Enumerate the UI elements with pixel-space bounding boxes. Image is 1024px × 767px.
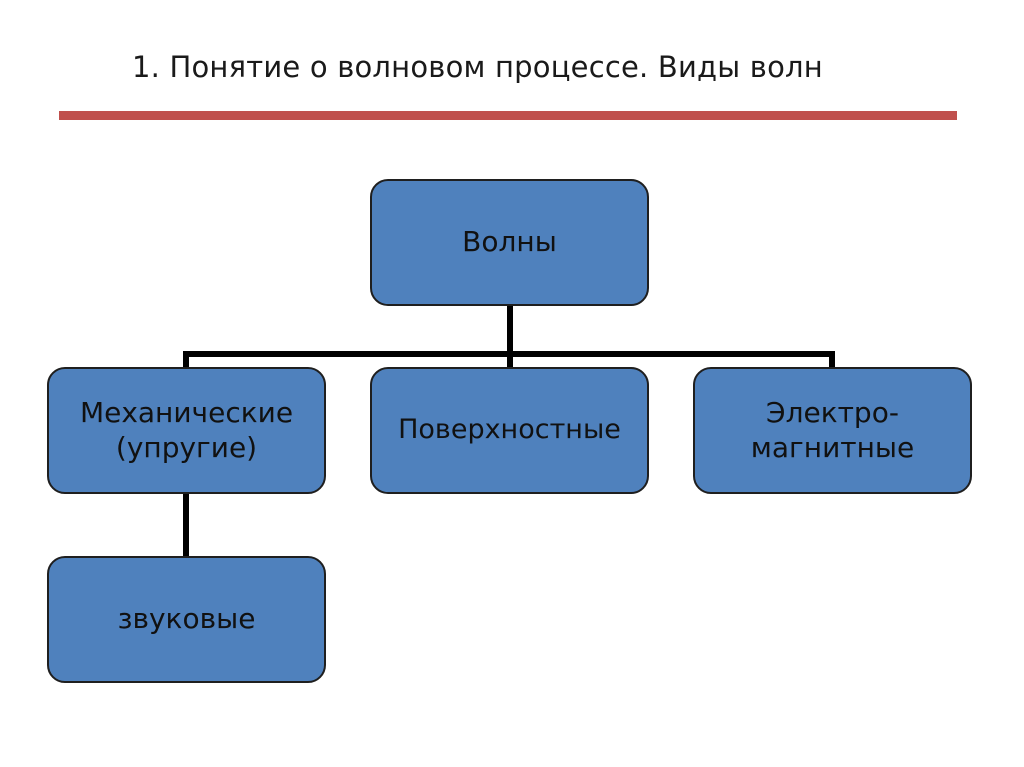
node-waves: Волны — [370, 179, 649, 306]
node-sound: звуковые — [47, 556, 326, 683]
node-surface: Поверхностные — [370, 367, 649, 494]
node-mechanical: Механические (упругие) — [47, 367, 326, 494]
node-electromagnetic: Электро- магнитные — [693, 367, 972, 494]
title-underline — [59, 111, 957, 120]
slide-title: 1. Понятие о волновом процессе. Виды вол… — [132, 50, 823, 84]
